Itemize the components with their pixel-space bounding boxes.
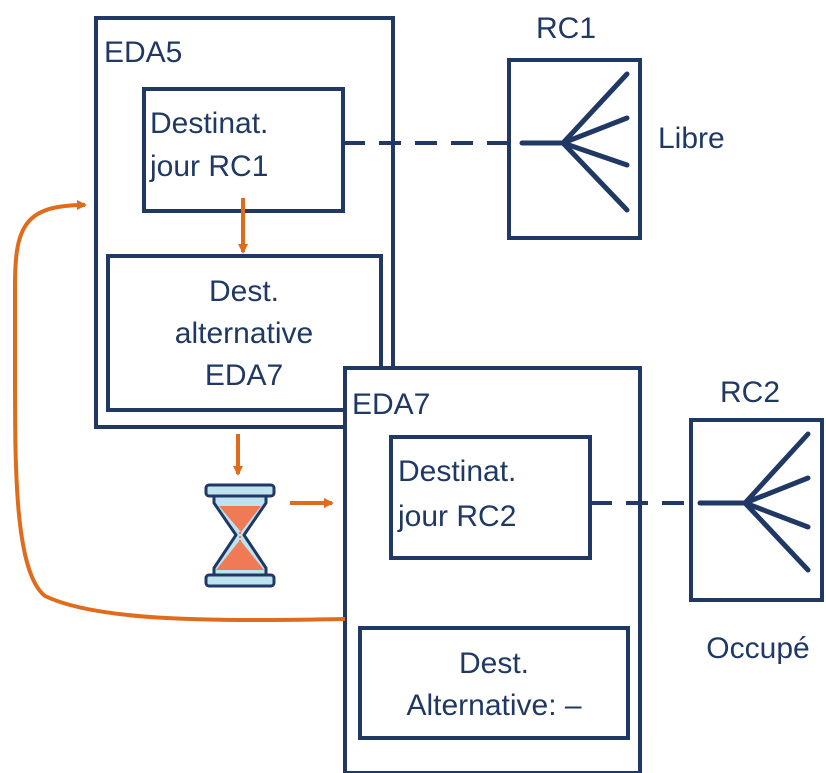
rc1-trunk-fan-icon [519,71,630,213]
rc2-status: Occupé [706,632,809,665]
eda5-box: EDA5 Destinat. jour RC1 Dest. alternativ… [94,16,395,429]
eda7-label: EDA7 [352,388,430,421]
rc2-trunk-fan-icon [697,431,811,573]
eda5-label: EDA5 [104,36,182,69]
rc1-label: RC1 [536,12,596,45]
eda5-alternative-box: Dest. alternative EDA7 [106,254,383,412]
eda7-destination-line1: Destinat. [398,455,516,488]
eda5-destination-box: Destinat. jour RC1 [142,87,345,213]
eda5-alternative-line3: EDA7 [205,359,283,392]
rc1-group: RC1 Libre [507,12,725,240]
rc2-label: RC2 [720,376,780,409]
eda7-box: EDA7 Destinat. jour RC2 Dest. Alternativ… [343,366,642,773]
rc1-status: Libre [658,122,725,155]
rc2-group: RC2 Occupé [689,376,824,665]
eda7-alternative-line2: Alternative: – [406,689,581,722]
eda7-alternative-box: Dest. Alternative: – [358,626,630,740]
eda5-alternative-line1: Dest. [209,275,279,308]
eda7-destination-line2: jour RC2 [397,500,516,533]
loop-back-arrow [13,200,346,623]
eda5-destination-line1: Destinat. [150,107,268,140]
hourglass-icon [204,483,276,588]
eda7-alternative-line1: Dest. [459,647,529,680]
eda5-alternative-line2: alternative [175,317,313,350]
eda7-destination-box: Destinat. jour RC2 [389,435,592,560]
eda5-destination-line2: jour RC1 [149,150,268,183]
